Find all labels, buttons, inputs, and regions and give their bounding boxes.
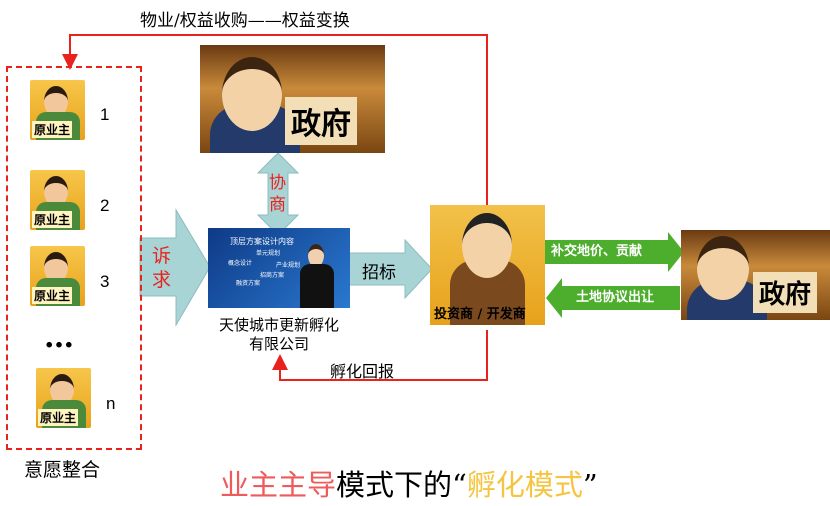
government-top: 政府 xyxy=(200,45,385,153)
company-image: 顶层方案设计内容 单元规划 概念设计 产业规划 招商方案 融资方案 xyxy=(208,228,350,308)
page-title: 业主主导模式下的“孵化模式” xyxy=(220,468,598,502)
owner-avatar: 原业主 xyxy=(30,170,85,230)
negotiate-label: 协商 xyxy=(269,173,286,215)
owners-group xyxy=(6,66,142,450)
investor-image: 投资商 / 开发商 xyxy=(430,205,545,325)
company-caption: 天使城市更新孵化有限公司 xyxy=(218,316,339,353)
owner-avatar: 原业主 xyxy=(36,368,91,428)
return-label: 孵化回报 xyxy=(330,362,395,381)
land-arrowhead xyxy=(546,278,562,318)
pay-arrow: 补交地价、贡献 xyxy=(545,240,669,264)
government-right: 政府 xyxy=(681,230,830,320)
owner-avatar: 原业主 xyxy=(30,246,85,306)
bidding-label: 招标 xyxy=(362,263,396,283)
land-arrow: 土地协议出让 xyxy=(562,286,680,310)
owners-caption: 意愿整合 xyxy=(24,459,101,481)
acquisition-label: 物业/权益收购——权益变换 xyxy=(140,11,350,31)
bidding-arrow xyxy=(344,238,433,300)
pay-arrowhead xyxy=(668,232,684,272)
owner-avatar: 原业主 xyxy=(30,80,85,140)
ellipsis: … xyxy=(44,320,74,355)
appeal-arrow xyxy=(139,208,211,327)
appeal-label: 诉求 xyxy=(152,245,172,291)
